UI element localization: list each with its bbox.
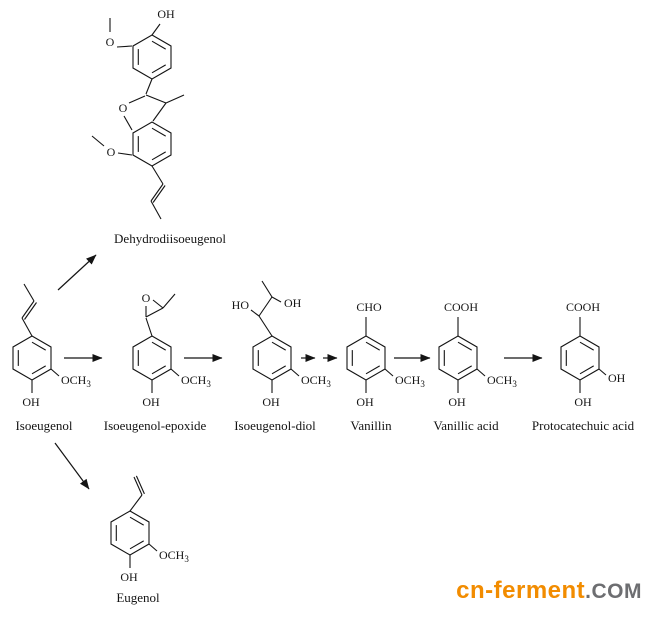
methoxy-label: OCH3: [181, 373, 211, 389]
compound-label-vanillin: Vanillin: [350, 418, 392, 433]
epoxide-ring: [145, 299, 164, 318]
carboxyl-label: COOH: [566, 300, 600, 314]
arrow-isoeugenol-to-eugenol: [54, 442, 90, 490]
hydroxyl-label: OH: [22, 395, 40, 409]
isoeugenol-diol-structure: HO OH OCH3 OH Isoeugenol-diol: [232, 280, 331, 433]
arrow-isoeugenol-to-dehydrodiisoeugenol: [57, 254, 97, 291]
carboxyl-label: COOH: [444, 300, 478, 314]
hydroxyl-label: OH: [608, 371, 626, 385]
propenyl-chain: [150, 165, 166, 220]
benzene-ring: [560, 335, 600, 381]
compound-label-vanillic-acid: Vanillic acid: [433, 418, 499, 433]
compound-label-eugenol: Eugenol: [116, 590, 160, 605]
compound-label-isoeugenol-epoxide: Isoeugenol-epoxide: [104, 418, 207, 433]
furan-oxygen-label: O: [119, 101, 128, 115]
benzene-ring: [132, 121, 172, 167]
protocatechuic-acid-structure: COOH OH OH Protocatechuic acid: [532, 300, 635, 433]
methoxy-label: OCH3: [487, 373, 517, 389]
propenyl-chain: [21, 283, 37, 337]
watermark-brand: cn-ferment: [456, 577, 586, 604]
vanillin-structure: CHO OCH3 OH Vanillin: [346, 300, 425, 433]
isoeugenol-structure: OCH3 OH Isoeugenol: [12, 283, 91, 433]
methoxy-label: OCH3: [301, 373, 331, 389]
allyl-chain: [129, 475, 145, 512]
hydroxyl-label: HO: [232, 298, 250, 312]
watermark-suffix: .COM: [585, 580, 642, 603]
methoxy-label: OCH3: [395, 373, 425, 389]
aldehyde-label: CHO: [356, 300, 382, 314]
hydroxyl-label: OH: [120, 570, 138, 584]
isoeugenol-epoxide-structure: O OCH3 OH Isoeugenol-epoxide: [104, 291, 212, 433]
hydroxyl-label: OH: [574, 395, 592, 409]
benzene-ring: [12, 335, 52, 381]
oxygen-label: O: [106, 35, 115, 49]
compound-label-dehydrodiisoeugenol: Dehydrodiisoeugenol: [114, 231, 226, 246]
compound-label-isoeugenol-diol: Isoeugenol-diol: [234, 418, 316, 433]
eugenol-structure: OCH3 OH Eugenol: [110, 475, 189, 605]
furan-ring: [123, 94, 167, 131]
benzene-ring: [132, 335, 172, 381]
benzene-ring: [438, 335, 478, 381]
epoxide-oxygen-label: O: [142, 291, 151, 305]
benzene-ring: [132, 34, 172, 80]
dehydrodiisoeugenol-structure: OH O O O Dehydrodiisoeugenol: [91, 7, 226, 246]
hydroxyl-label: OH: [448, 395, 466, 409]
methoxy-label: OCH3: [159, 548, 189, 564]
watermark: cn-ferment.COM: [456, 577, 642, 605]
benzene-ring: [110, 510, 150, 556]
compound-label-protocatechuic-acid: Protocatechuic acid: [532, 418, 635, 433]
hydroxyl-label: OH: [284, 296, 302, 310]
hydroxyl-label: OH: [142, 395, 160, 409]
methoxy-label: OCH3: [61, 373, 91, 389]
vanillic-acid-structure: COOH OCH3 OH Vanillic acid: [433, 300, 517, 433]
benzene-ring: [346, 335, 386, 381]
hydroxyl-label: OH: [157, 7, 175, 21]
oxygen-label: O: [107, 145, 116, 159]
hydroxyl-label: OH: [262, 395, 280, 409]
benzene-ring: [252, 335, 292, 381]
hydroxyl-label: OH: [356, 395, 374, 409]
compound-label-isoeugenol: Isoeugenol: [15, 418, 72, 433]
reaction-arrows: [54, 254, 543, 490]
